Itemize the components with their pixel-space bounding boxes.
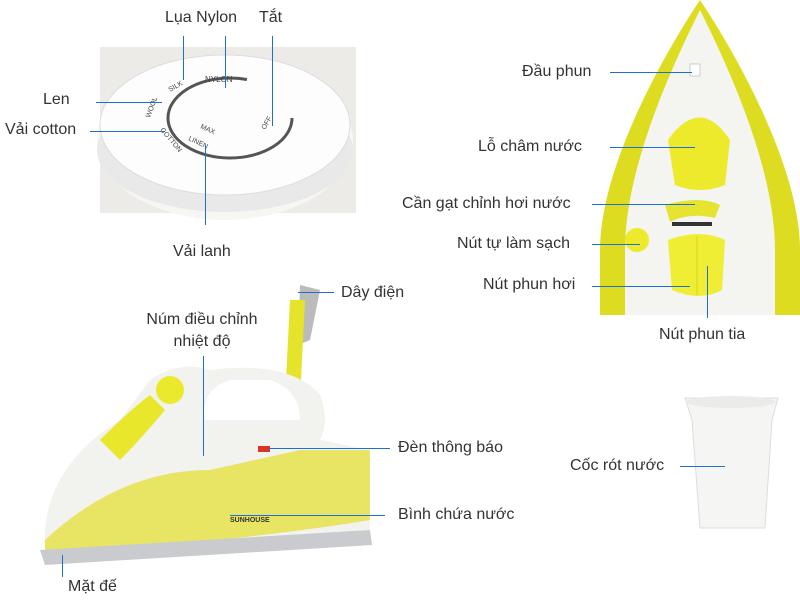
label-measuring-cup: Cốc rót nước xyxy=(570,457,665,474)
label-steam-lever: Cần gạt chỉnh hơi nước xyxy=(402,195,571,212)
label-water-tank: Bình chứa nước xyxy=(398,506,515,523)
label-soleplate: Mặt đế xyxy=(68,578,117,595)
leader-line xyxy=(268,448,390,449)
label-temp-knob-line2: nhiệt độ xyxy=(173,333,231,350)
measuring-cup-image xyxy=(684,396,779,529)
label-wool: Len xyxy=(43,91,70,108)
leader-line xyxy=(205,145,206,225)
label-steam-burst: Nút phun hơi xyxy=(483,276,576,293)
leader-line xyxy=(272,36,273,126)
leader-line xyxy=(90,131,165,132)
leader-line xyxy=(680,466,725,467)
label-temp-knob: Núm điều chỉnh nhiệt độ xyxy=(140,310,264,352)
label-water-inlet: Lỗ châm nước xyxy=(478,138,582,155)
label-spray-button: Nút phun tia xyxy=(659,326,746,343)
leader-line xyxy=(298,292,334,293)
leader-line xyxy=(62,555,63,577)
leader-line xyxy=(610,147,695,148)
leader-line xyxy=(203,356,204,456)
leader-line xyxy=(592,286,690,287)
iron-top-view xyxy=(600,0,800,315)
label-cotton: Vải cotton xyxy=(5,121,77,138)
label-indicator-light: Đèn thông báo xyxy=(398,439,503,456)
leader-line xyxy=(225,36,226,88)
leader-line xyxy=(230,515,385,516)
leader-line xyxy=(592,244,640,245)
leader-line xyxy=(183,36,184,80)
label-silk-nylon: Lụa Nylon xyxy=(165,9,238,26)
temperature-dial-photo: NYLON SILK WOOL COTTON LINEN MAX OFF xyxy=(97,47,356,220)
label-temp-knob-line1: Núm điều chỉnh xyxy=(146,311,258,328)
label-linen: Vải lanh xyxy=(173,243,231,260)
dial-nylon: NYLON xyxy=(205,75,233,84)
label-spray-head: Đầu phun xyxy=(522,63,592,80)
label-off: Tắt xyxy=(259,9,283,26)
label-self-clean: Nút tự làm sạch xyxy=(457,235,570,252)
brand-logo: SUNHOUSE xyxy=(230,517,270,524)
leader-line xyxy=(592,204,695,205)
label-power-cord: Dây điện xyxy=(341,284,405,301)
leader-line xyxy=(96,102,162,103)
leader-line xyxy=(610,72,692,73)
leader-line xyxy=(707,266,708,318)
iron-side-view: SUNHOUSE xyxy=(40,285,372,565)
